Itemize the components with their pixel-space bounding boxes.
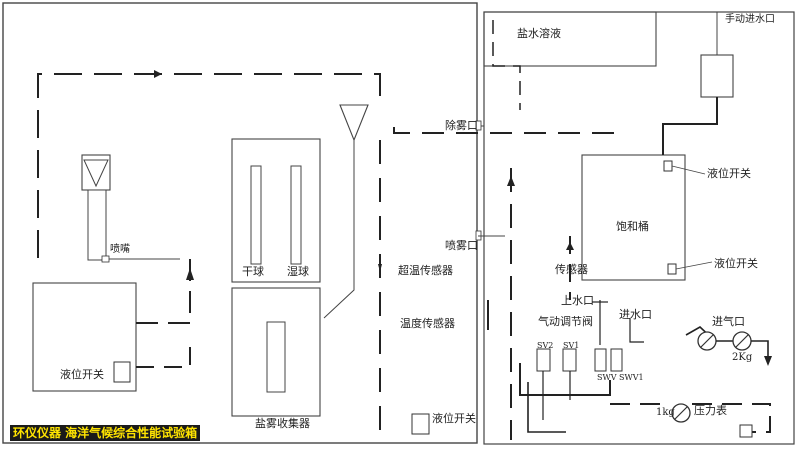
flow-arrow [507,176,515,186]
valve-sv2 [536,348,551,372]
filter-icon [739,424,753,438]
dry-bulb [250,165,262,265]
overtemp-sensor-label: 超温传感器 [398,264,453,277]
fog-collector-label: 盐雾收集器 [255,417,310,430]
nozzle-label: 喷嘴 [110,244,130,255]
flow-arrow [186,268,194,280]
temp-sensor-label: 温度传感器 [400,317,455,330]
funnel-icon [339,104,369,142]
level-switch-saturator-bottom-label: 液位开关 [714,257,758,270]
flow-arrow [566,242,574,250]
manual-water-inlet-label: 手动进水口 [725,14,775,25]
bulb-cabinet [231,138,321,283]
swv-label: SWV SWV1 [597,373,644,382]
pressure-2kg-label: 2Kg [732,352,753,363]
level-switch-tank-icon [113,361,131,383]
level-switch-tank-label: 液位开关 [60,368,104,381]
water-inlet-label: 进水口 [619,308,652,321]
watermark: 环仪仪器 海洋气候综合性能试验箱 [10,425,201,441]
defog-port-label: 除雾口 [445,119,478,132]
test-chamber-frame [2,2,478,444]
pressure-gauge-label: 压力表 [694,404,727,417]
sensor-label: 传感器 [555,263,588,276]
nozzle-tower [81,154,111,191]
dry-bulb-label: 干球 [242,265,264,278]
air-inlet-label: 进气口 [712,315,745,328]
manual-inlet-reservoir [700,54,734,98]
upper-water-port-label: 上水口 [561,294,594,307]
sv2-label: SV2 [537,341,554,350]
flow-arrow [154,70,162,78]
level-switch-saturator-top-label: 液位开关 [707,167,751,180]
brine-solution-label: 盐水溶液 [517,27,561,40]
wet-bulb-label: 湿球 [287,265,309,278]
nozzle-head [101,255,110,263]
level-switch-bottom-icon [411,413,430,435]
wet-bulb [290,165,302,265]
flow-arrow [764,356,772,366]
saturator-label: 饱和桶 [616,220,649,233]
flow-arrow [378,264,382,272]
level-switch-saturator-bottom-icon [667,263,677,275]
brine-solution-tank [483,11,657,67]
pressure-1kg-label: 1kg [656,407,675,418]
fog-collector-cup [266,321,286,393]
valve-swv1 [610,348,623,372]
spray-port-label: 喷雾口 [445,239,478,252]
sv1-label: SV1 [563,341,580,350]
pneumatic-regulator-valve-label: 气动调节阀 [538,315,593,328]
valve-sv1 [562,348,577,372]
valve-swv [594,348,607,372]
level-switch-bottom-label: 液位开关 [432,412,476,425]
saturator-tank [581,154,686,281]
level-switch-saturator-top-icon [663,160,673,172]
